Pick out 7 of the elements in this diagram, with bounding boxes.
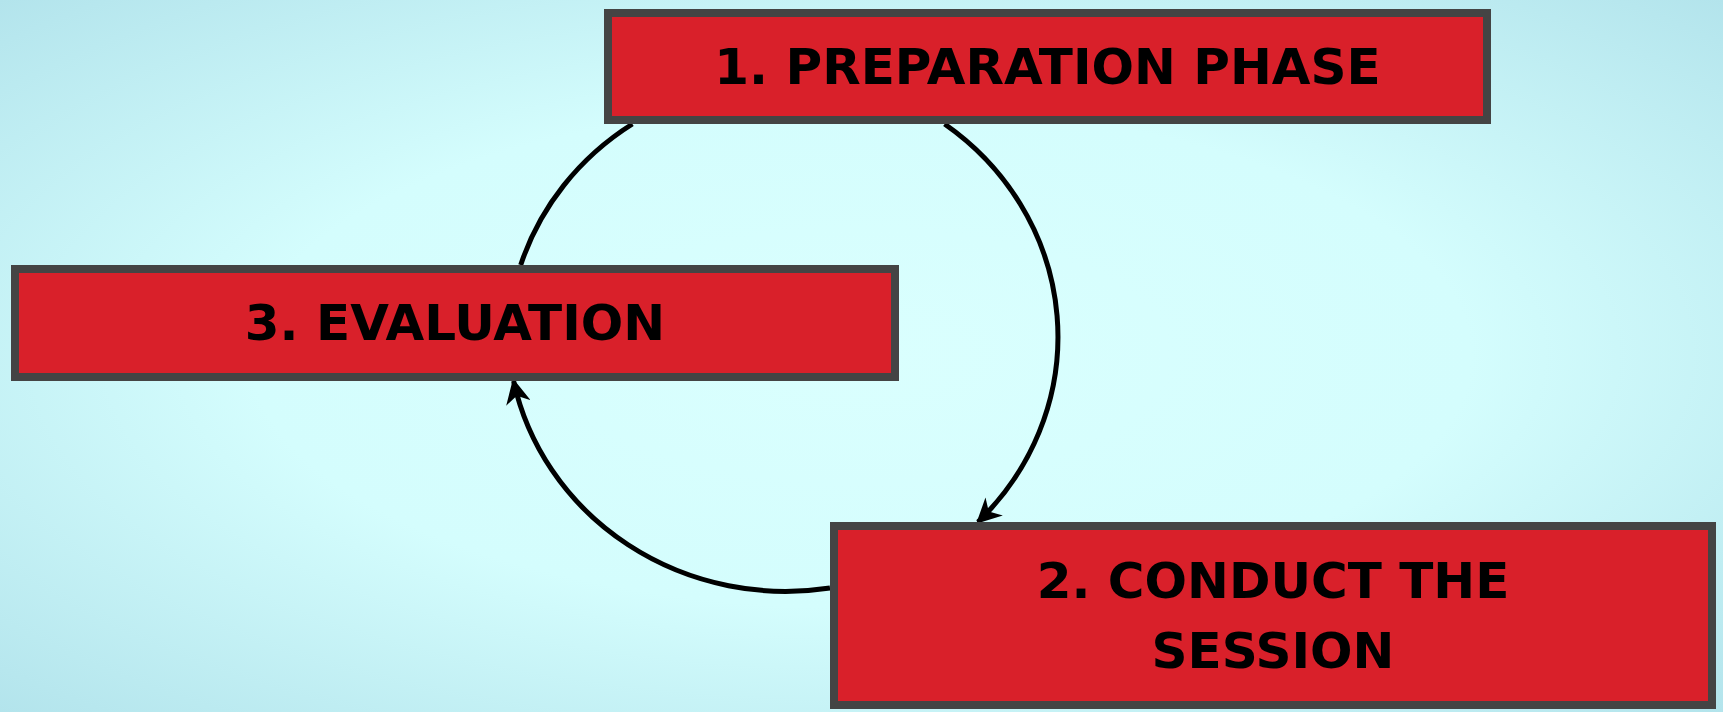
phase-title: 3. EVALUATION xyxy=(244,293,666,354)
phase-title: 1. PREPARATION PHASE xyxy=(714,36,1381,98)
phase-title: 2. CONDUCT THE SESSION xyxy=(1035,550,1511,682)
cycle-arrow xyxy=(943,122,1061,524)
phase-box xyxy=(11,265,899,381)
phase-box xyxy=(830,522,1716,709)
phase-box xyxy=(604,9,1491,124)
